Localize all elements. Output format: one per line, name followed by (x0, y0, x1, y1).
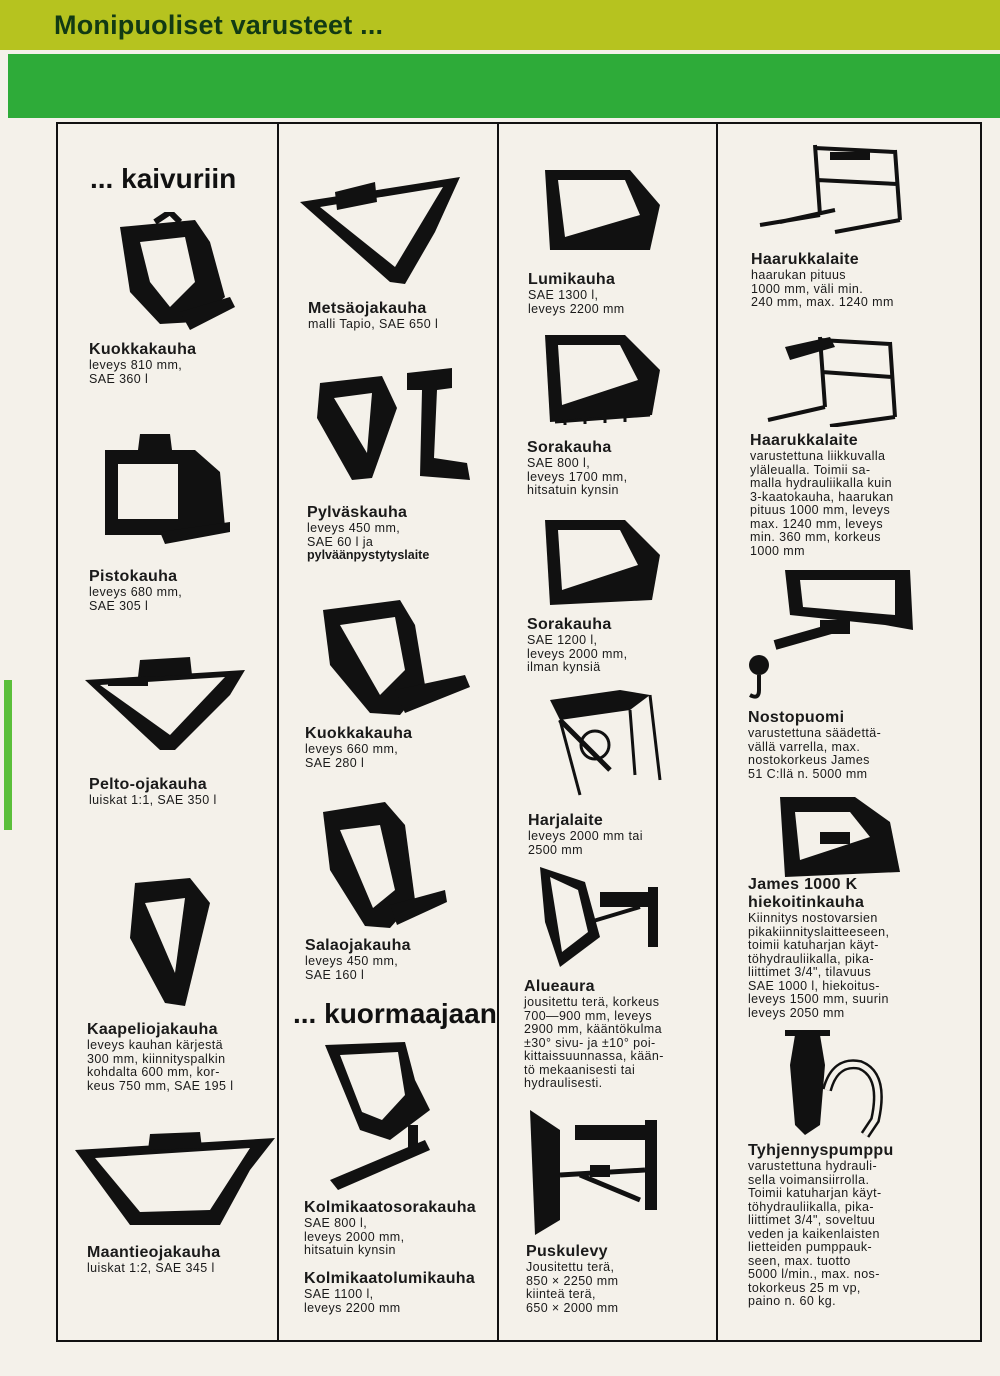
column-divider-3 (716, 122, 718, 1342)
pistokauha-illustration (100, 432, 235, 552)
item-desc: leveys 660 mm, SAE 280 l (305, 742, 399, 770)
item-desc: leveys kauhan kärjestä 300 mm, kiinnitys… (87, 1038, 234, 1093)
top-yellow-band (0, 0, 1000, 50)
lumikauha-illustration (540, 165, 665, 255)
harjalaite-illustration (540, 685, 675, 800)
alueaura-illustration (530, 862, 665, 972)
item-desc: SAE 1300 l, leveys 2200 mm (528, 288, 625, 316)
nostopuomi-illustration (745, 565, 920, 710)
item-pelto-ojakauha: Pelto-ojakauha luiskat 1:1, SAE 350 l (89, 776, 289, 808)
catalog-frame (56, 122, 982, 1342)
item-desc: malli Tapio, SAE 650 l (308, 317, 439, 331)
item-name: Kaapeliojakauha (87, 1021, 218, 1038)
item-name: Kuokkakauha (305, 725, 413, 742)
item-salaojakauha: Salaojakauha leveys 450 mm, SAE 160 l (305, 937, 505, 982)
item-puskulevy: Puskulevy Jousitettu terä, 850 × 2250 mm… (526, 1243, 726, 1315)
item-name: Sorakauha (527, 616, 612, 633)
item-harjalaite: Harjalaite leveys 2000 mm tai 2500 mm (528, 812, 728, 857)
item-name: Haarukkalaite (750, 432, 858, 449)
item-kuokkakauha-2: Kuokkakauha leveys 660 mm, SAE 280 l (305, 725, 505, 770)
sorakauha-illustration (540, 330, 665, 430)
item-desc: SAE 1200 l, leveys 2000 mm, ilman kynsiä (527, 633, 628, 674)
pylvaskauha-illustration (312, 368, 482, 493)
kaapeliojakauha-illustration (120, 878, 220, 1008)
haarukkalaite-2-illustration (760, 322, 905, 427)
item-desc: SAE 800 l, leveys 2000 mm, hitsatuin kyn… (304, 1216, 405, 1257)
item-desc: luiskat 1:2, SAE 345 l (87, 1261, 215, 1275)
item-desc: leveys 2000 mm tai 2500 mm (528, 829, 643, 857)
item-kolmikaatolumikauha: Kolmikaatolumikauha SAE 1100 l, leveys 2… (304, 1270, 504, 1315)
side-green-strip (4, 680, 12, 830)
kuokkakauha-illustration (100, 212, 240, 337)
haarukkalaite-illustration (755, 140, 915, 235)
item-metsaojakauha: Metsäojakauha malli Tapio, SAE 650 l (308, 300, 508, 332)
item-name: Puskulevy (526, 1243, 608, 1260)
item-name: Nostopuomi (748, 709, 845, 726)
item-kuokkakauha: Kuokkakauha leveys 810 mm, SAE 360 l (89, 341, 289, 386)
item-kaapeliojakauha: Kaapeliojakauha leveys kauhan kärjestä 3… (87, 1021, 287, 1093)
item-name: Pylväskauha (307, 504, 408, 521)
item-haarukkalaite-2: Haarukkalaite varustettuna liikkuvalla y… (750, 432, 950, 558)
green-band (8, 54, 1000, 118)
hiekoitinkauha-illustration (775, 792, 905, 882)
column-divider-1 (277, 122, 279, 1342)
item-name: Alueaura (524, 978, 595, 995)
metsaojakauha-illustration (295, 172, 470, 287)
item-name: Haarukkalaite (751, 251, 859, 268)
band-separator (0, 50, 1000, 54)
item-sorakauha-2: Sorakauha SAE 1200 l, leveys 2000 mm, il… (527, 616, 727, 675)
item-desc: SAE 1100 l, leveys 2200 mm (304, 1287, 401, 1315)
column-divider-2 (497, 122, 499, 1342)
item-name: Tyhjennyspumppu (748, 1142, 894, 1159)
item-name: Harjalaite (528, 812, 604, 829)
item-name: Kolmikaatolumikauha (304, 1270, 476, 1287)
item-lumikauha: Lumikauha SAE 1300 l, leveys 2200 mm (528, 271, 728, 316)
item-desc: haarukan pituus 1000 mm, väli min. 240 m… (751, 268, 894, 309)
item-name: Pistokauha (89, 568, 178, 585)
item-haarukkalaite-1: Haarukkalaite haarukan pituus 1000 mm, v… (751, 251, 951, 310)
item-tyhjennyspumppu: Tyhjennyspumppu varustettuna hydrauli- s… (748, 1142, 948, 1309)
item-desc: jousitettu terä, korkeus 700—900 mm, lev… (524, 995, 664, 1090)
item-name: Salaojakauha (305, 937, 411, 954)
item-name: Lumikauha (528, 271, 616, 288)
item-alueaura: Alueaura jousitettu terä, korkeus 700—90… (524, 978, 724, 1091)
salaojakauha-illustration (315, 800, 455, 930)
puskulevy-illustration (520, 1105, 665, 1240)
item-desc: leveys 810 mm, SAE 360 l (89, 358, 183, 386)
section-heading-loader: ... kuormaajaan (293, 998, 497, 1029)
item-nostopuomi: Nostopuomi varustettuna säädettä- vällä … (748, 709, 948, 781)
page-title: Monipuoliset varusteet ... (54, 10, 384, 40)
maantieojakauha-illustration (70, 1130, 280, 1230)
kolmikaatosorakauha-illustration (320, 1040, 465, 1190)
item-hiekoitinkauha: James 1000 K hiekoitinkauha Kiinnitys no… (748, 876, 958, 1020)
item-name: Kuokkakauha (89, 341, 197, 358)
item-name: Maantieojakauha (87, 1244, 221, 1261)
item-kolmikaatosorakauha: Kolmikaatosorakauha SAE 800 l, leveys 20… (304, 1199, 504, 1258)
item-desc: leveys 450 mm, SAE 60 l ja (307, 521, 401, 549)
item-name: Metsäojakauha (308, 300, 427, 317)
item-desc: luiskat 1:1, SAE 350 l (89, 793, 217, 807)
item-desc: varustettuna liikkuvalla yläleualla. Toi… (750, 449, 894, 558)
item-desc: SAE 800 l, leveys 1700 mm, hitsatuin kyn… (527, 456, 628, 497)
tyhjennyspumppu-illustration (775, 1030, 905, 1140)
item-desc: leveys 450 mm, SAE 160 l (305, 954, 399, 982)
item-name: Sorakauha (527, 439, 612, 456)
sorakauha-2-illustration (540, 515, 665, 610)
section-heading-excavator: ... kaivuriin (90, 163, 237, 194)
item-desc: Jousitettu terä, 850 × 2250 mm kiinteä t… (526, 1260, 619, 1315)
item-pylvaskauha: Pylväskauha leveys 450 mm, SAE 60 l ja p… (307, 504, 507, 563)
pelto-ojakauha-illustration (80, 655, 250, 755)
item-extra: pylväänpystytyslaite (307, 548, 430, 562)
item-desc: varustettuna hydrauli- sella voimansiirr… (748, 1159, 882, 1308)
item-desc: leveys 680 mm, SAE 305 l (89, 585, 183, 613)
item-maantieojakauha: Maantieojakauha luiskat 1:2, SAE 345 l (87, 1244, 287, 1276)
item-desc: varustettuna säädettä- vällä varrella, m… (748, 726, 882, 781)
kuokkakauha-2-illustration (315, 595, 475, 720)
item-sorakauha-1: Sorakauha SAE 800 l, leveys 1700 mm, hit… (527, 439, 727, 498)
item-name: James 1000 K hiekoitinkauha (748, 876, 865, 911)
item-name: Pelto-ojakauha (89, 776, 208, 793)
item-desc: Kiinnitys nostovarsien pikakiinnityslait… (748, 911, 890, 1020)
item-pistokauha: Pistokauha leveys 680 mm, SAE 305 l (89, 568, 289, 613)
item-name: Kolmikaatosorakauha (304, 1199, 476, 1216)
